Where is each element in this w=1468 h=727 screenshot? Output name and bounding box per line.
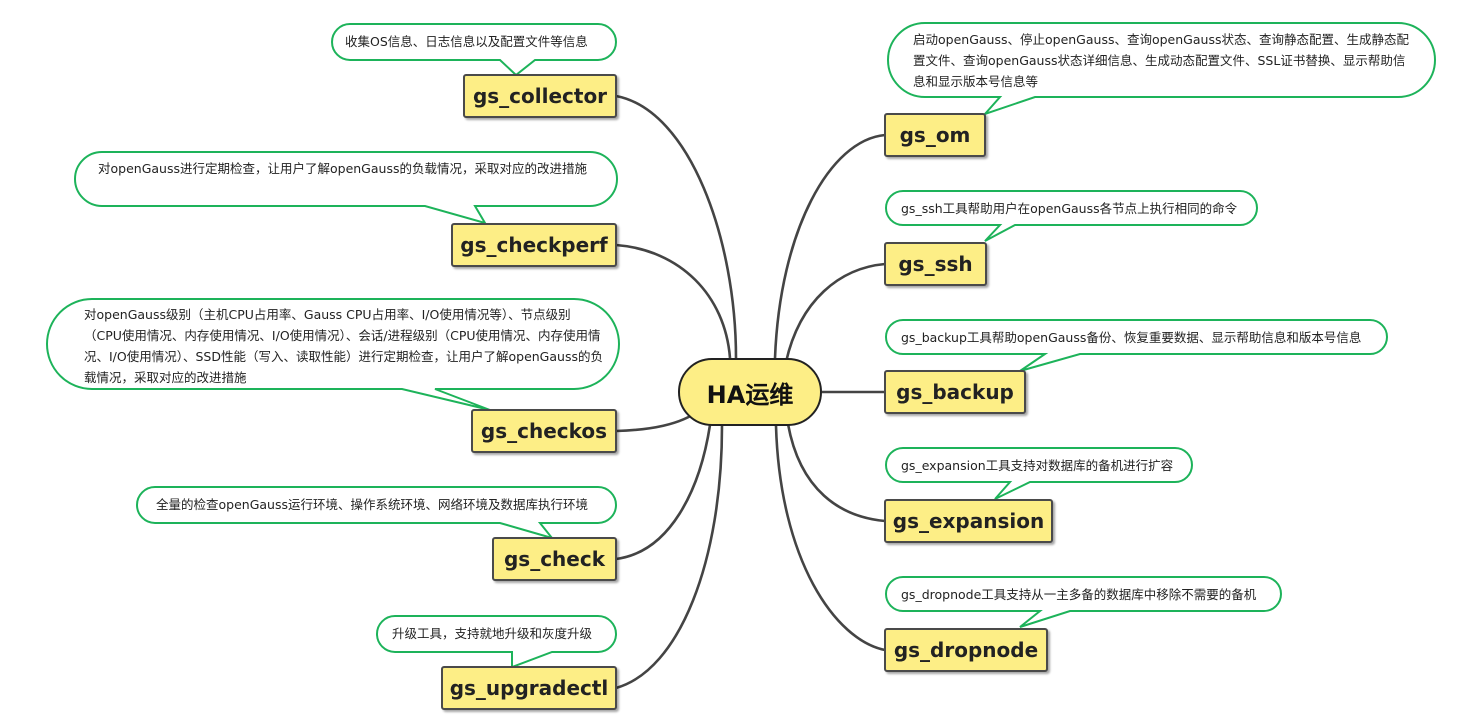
node-gs_backup[interactable]: gs_backup bbox=[884, 370, 1026, 414]
node-gs_check[interactable]: gs_check bbox=[492, 537, 617, 581]
callout-gs_checkperf bbox=[74, 151, 618, 225]
connector-gs_upgradectl bbox=[615, 425, 724, 690]
desc-gs_collector: 收集OS信息、日志信息以及配置文件等信息 bbox=[345, 34, 588, 49]
connector-gs_expansion bbox=[786, 423, 886, 523]
node-gs_collector[interactable]: gs_collector bbox=[463, 74, 617, 118]
connector-gs_om bbox=[773, 133, 886, 359]
node-gs_checkperf-label: gs_checkperf bbox=[460, 233, 608, 257]
connector-gs_check bbox=[615, 424, 712, 561]
connector-gs_collector bbox=[615, 94, 738, 359]
node-gs_checkperf[interactable]: gs_checkperf bbox=[451, 223, 617, 267]
callout-gs_dropnode bbox=[885, 576, 1282, 628]
callout-gs_expansion bbox=[885, 447, 1193, 500]
desc-gs_om: 启动openGauss、停止openGauss、查询openGauss状态、查询… bbox=[913, 32, 1409, 89]
desc-gs_checkos: 对openGauss级别（主机CPU占用率、Gauss CPU占用率、I/O使用… bbox=[84, 307, 603, 385]
node-gs_expansion[interactable]: gs_expansion bbox=[884, 499, 1053, 543]
callout-gs_backup bbox=[885, 319, 1388, 372]
desc-gs_expansion: gs_expansion工具支持对数据库的备机进行扩容 bbox=[901, 458, 1174, 473]
connector-gs_dropnode bbox=[774, 425, 886, 652]
node-gs_om-label: gs_om bbox=[899, 123, 971, 147]
center-topic[interactable]: HA运维 bbox=[678, 358, 822, 426]
desc-gs_backup: gs_backup工具帮助openGauss备份、恢复重要数据、显示帮助信息和版… bbox=[901, 330, 1362, 345]
desc-gs_ssh: gs_ssh工具帮助用户在openGauss各节点上执行相同的命令 bbox=[901, 201, 1238, 216]
desc-gs_upgradectl: 升级工具，支持就地升级和灰度升级 bbox=[392, 626, 593, 641]
node-gs_om[interactable]: gs_om bbox=[884, 113, 986, 157]
node-gs_backup-label: gs_backup bbox=[896, 380, 1014, 404]
callout-gs_om bbox=[887, 22, 1436, 117]
node-gs_check-label: gs_check bbox=[503, 547, 606, 571]
node-gs_upgradectl-label: gs_upgradectl bbox=[449, 676, 609, 700]
center-topic-label: HA运维 bbox=[706, 380, 794, 409]
node-gs_ssh-label: gs_ssh bbox=[898, 252, 973, 276]
desc-gs_checkperf: 对openGauss进行定期检查，让用户了解openGauss的负载情况，采取对… bbox=[98, 161, 587, 176]
callout-gs_check bbox=[136, 486, 617, 540]
desc-gs_check: 全量的检查openGauss运行环境、操作系统环境、网络环境及数据库执行环境 bbox=[156, 497, 588, 512]
connector-gs_checkperf bbox=[615, 243, 732, 359]
node-gs_ssh[interactable]: gs_ssh bbox=[884, 242, 987, 286]
node-gs_checkos-label: gs_checkos bbox=[480, 419, 608, 443]
callout-gs_checkos bbox=[46, 298, 620, 411]
node-gs_upgradectl[interactable]: gs_upgradectl bbox=[441, 666, 617, 710]
connector-gs_ssh bbox=[784, 262, 886, 363]
node-gs_dropnode[interactable]: gs_dropnode bbox=[884, 628, 1048, 672]
callout-gs_upgradectl bbox=[376, 615, 617, 669]
desc-gs_dropnode: gs_dropnode工具支持从一主多备的数据库中移除不需要的备机 bbox=[901, 587, 1257, 602]
node-gs_checkos[interactable]: gs_checkos bbox=[471, 409, 617, 453]
callout-gs_collector bbox=[331, 23, 617, 77]
node-gs_collector-label: gs_collector bbox=[472, 84, 608, 108]
node-gs_dropnode-label: gs_dropnode bbox=[893, 638, 1039, 662]
node-gs_expansion-label: gs_expansion bbox=[892, 509, 1045, 533]
callout-gs_ssh bbox=[885, 190, 1258, 242]
